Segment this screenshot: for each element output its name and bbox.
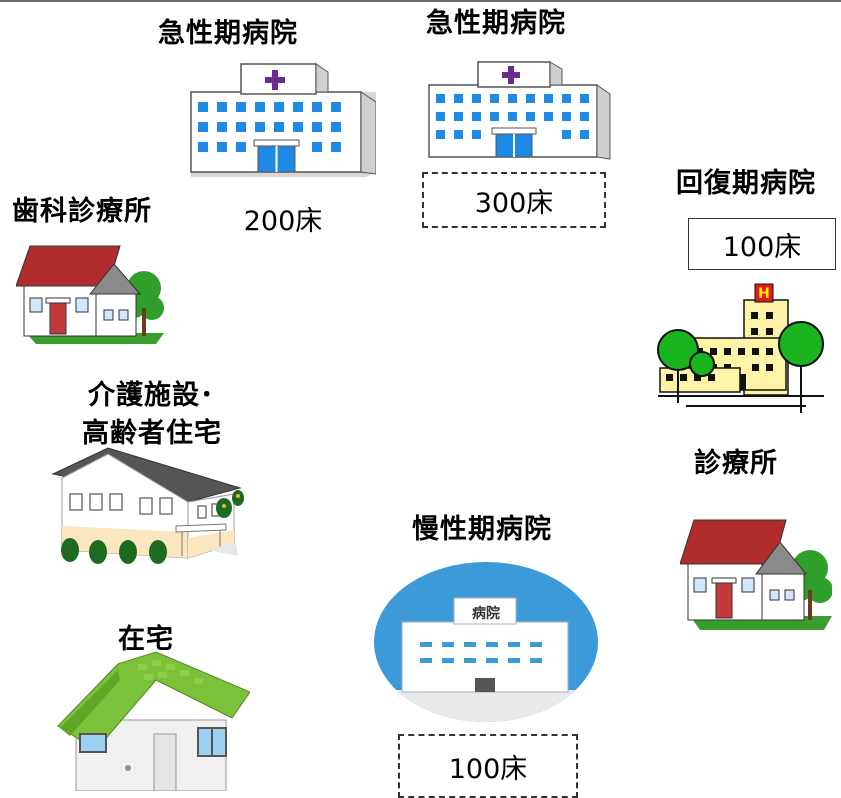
hospital-icon	[186, 62, 376, 177]
svg-text:H: H	[758, 286, 770, 302]
dental-clinic-label: 歯科診療所	[12, 196, 152, 227]
acute-hospital-1-label: 急性期病院	[158, 18, 298, 49]
chronic-hospital-label: 慢性期病院	[412, 514, 552, 545]
recovery-hospital-label: 回復期病院	[676, 168, 816, 199]
hospital-icon	[426, 60, 612, 160]
chronic-hospital-sign: 病院	[472, 606, 500, 622]
chronic-hospital-beds: 100床	[398, 734, 578, 798]
large-hospital-icon: H	[656, 278, 826, 416]
top-border-line	[0, 0, 841, 2]
home-label: 在宅	[118, 624, 174, 655]
acute-hospital-1-beds: 200床	[243, 205, 323, 237]
care-facility-label-line2: 高齢者住宅	[82, 418, 222, 449]
care-facility-icon	[48, 446, 248, 568]
chronic-hospital-icon	[372, 560, 600, 725]
home-house-icon	[56, 650, 250, 791]
acute-hospital-2-label: 急性期病院	[426, 8, 566, 39]
clinic-label: 診療所	[694, 448, 778, 479]
recovery-hospital-beds: 100床	[688, 218, 836, 270]
clinic-house-icon	[680, 512, 832, 634]
acute-hospital-2-beds: 300床	[422, 172, 606, 228]
care-facility-label-line1: 介護施設･	[88, 380, 215, 411]
dental-clinic-house-icon	[16, 238, 164, 348]
